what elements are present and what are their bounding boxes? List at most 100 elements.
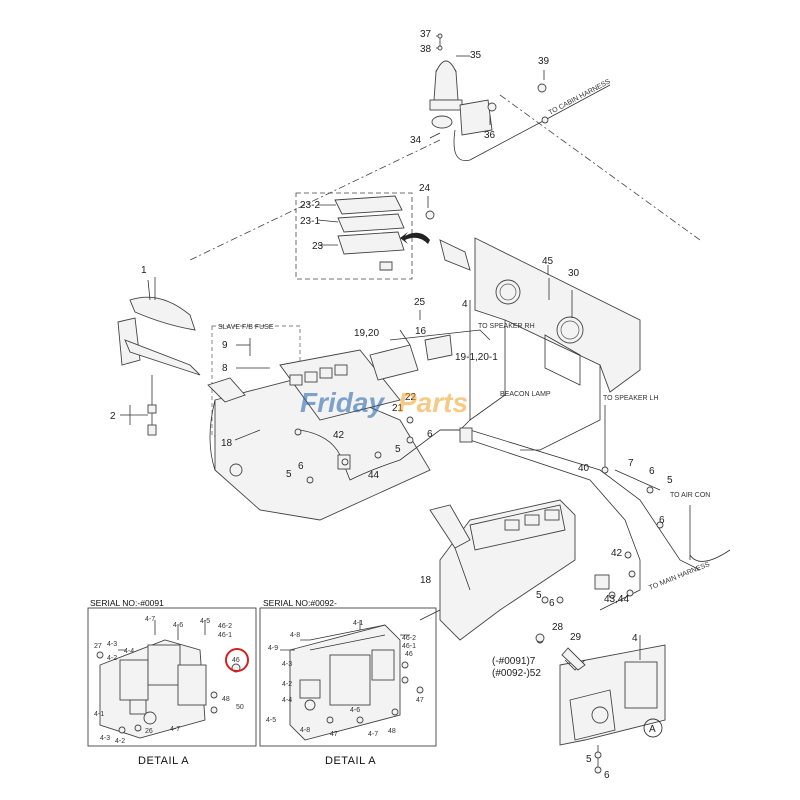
detail-right-caption: DETAIL A	[325, 755, 376, 767]
detail-part-label: 46-2	[402, 635, 416, 642]
part-label: A	[649, 724, 656, 735]
part-label: (#0092-)52	[492, 668, 541, 679]
callout-beacon-lamp: BEACON LAMP	[500, 391, 551, 398]
detail-part-label: 4-3	[282, 661, 292, 668]
part-label: 18	[420, 575, 432, 586]
part-label: 25	[414, 297, 426, 308]
part-label: 19,20	[354, 328, 379, 339]
part-labels: 37 38 35 39 34 36 24 23-2 23-1 23 45 30 …	[110, 29, 673, 781]
detail-part-label: 4-2	[282, 681, 292, 688]
part-label: 8	[222, 363, 228, 374]
part-label: 22	[405, 392, 417, 403]
part-label: 1	[141, 265, 147, 276]
right-console-panel	[459, 237, 641, 451]
callout-to-speaker-rh: TO SPEAKER RH	[478, 323, 535, 330]
callout-to-air-con: TO AIR CON	[670, 492, 710, 499]
part-label: 30	[568, 268, 580, 279]
part-label: 44	[368, 470, 380, 481]
detail-part-label: 4-5	[266, 717, 276, 724]
detail-part-label: 26	[145, 728, 153, 735]
part-label: 34	[410, 135, 422, 146]
part-label: 7	[628, 458, 634, 469]
detail-part-label: 46-2	[218, 623, 232, 630]
detail-part-label: 4-7	[368, 731, 378, 738]
part-label: 6	[427, 429, 433, 440]
detail-part-label: 4-6	[173, 622, 183, 629]
detail-part-label: 4-7	[170, 726, 180, 733]
detail-part-label: 4-3	[100, 735, 110, 742]
part-label: 5	[395, 444, 401, 455]
detail-part-label: 48	[388, 728, 396, 735]
left-control-assembly	[117, 279, 201, 436]
part-label: 38	[420, 44, 432, 55]
part-label: 36	[484, 130, 496, 141]
part-label: 18	[221, 438, 233, 449]
detail-part-label: 46-1	[218, 632, 232, 639]
part-label: (-#0091)7	[492, 656, 536, 667]
detail-part-label: 4-2	[107, 655, 117, 662]
detail-part-label: 4-6	[350, 707, 360, 714]
part-label: 19-1,20-1	[455, 352, 498, 363]
detail-part-label: 4-4	[282, 697, 292, 704]
part-label: 42	[333, 430, 345, 441]
part-label: 6	[298, 461, 304, 472]
detail-right-box	[259, 607, 437, 747]
part-label: 4	[632, 633, 638, 644]
beacon-assembly	[189, 33, 701, 261]
detail-part-label: 4-1	[353, 620, 363, 627]
detail-part-label: 50	[236, 704, 244, 711]
detail-part-label: 4-2	[115, 738, 125, 745]
part-label: 37	[420, 29, 432, 40]
lower-right-console	[429, 405, 731, 644]
callout-to-cabin-harness: TO CABIN HARNESS	[548, 78, 612, 117]
callout-fuse-note: SLAVE F/B FUSE	[218, 324, 274, 331]
detail-part-label: 4-8	[290, 632, 300, 639]
detail-part-label: 4-8	[300, 727, 310, 734]
part-label: 6	[649, 466, 655, 477]
part-label: 28	[552, 622, 564, 633]
detail-part-label: 4-4	[124, 648, 134, 655]
part-label: 24	[419, 183, 431, 194]
detail-part-label: 47	[416, 697, 424, 704]
detail-part-label: 4-3	[107, 641, 117, 648]
detail-part-label: 4-7	[145, 616, 155, 623]
part-label: 9	[222, 340, 228, 351]
part-label: 23-1	[300, 216, 320, 227]
detail-part-label: 46-1	[402, 643, 416, 650]
detail-part-label: 47	[330, 731, 338, 738]
part-label: 42	[611, 548, 623, 559]
part-label: 6	[659, 515, 665, 526]
detail-right-serial: SERIAL NO:#0092-	[263, 598, 337, 608]
callout-to-main-harness: TO MAIN HARNESS	[648, 561, 711, 592]
bracket-assembly	[535, 633, 666, 774]
watermark-part2: Parts	[398, 387, 468, 418]
part-label: 5	[667, 475, 673, 486]
part-label: 45	[542, 256, 554, 267]
detail-left-box	[87, 607, 257, 747]
part-label: 23-2	[300, 200, 320, 211]
callout-to-speaker-lh: TO SPEAKER LH	[603, 395, 659, 402]
part-label: 29	[570, 632, 582, 643]
detail-part-label: 4-1	[94, 711, 104, 718]
detail-part-label: 27	[94, 643, 102, 650]
red-highlight-circle	[225, 648, 249, 672]
friday-parts-watermark: Friday Parts	[300, 387, 468, 418]
part-label: 5	[536, 590, 542, 601]
detail-left-labels: SERIAL NO:-#0091 DETAIL A 4-7 4-6 4-3 4-…	[90, 598, 244, 767]
detail-part-label: 4-5	[200, 618, 210, 625]
part-label: 2	[110, 411, 116, 422]
detail-part-label: 46	[405, 651, 413, 658]
part-label: 6	[549, 598, 555, 609]
part-label: 16	[415, 326, 427, 337]
detail-part-label: 48	[222, 696, 230, 703]
watermark-part1: Friday	[300, 387, 385, 418]
part-label: 4	[462, 299, 468, 310]
detail-part-label: 4-9	[268, 645, 278, 652]
detail-right-labels: SERIAL NO:#0092- DETAIL A 4-1 4-8 4-9 46…	[263, 598, 424, 767]
detail-left-caption: DETAIL A	[138, 755, 189, 767]
fuse-box-group	[295, 192, 471, 280]
part-label: 23	[312, 241, 324, 252]
part-label: 39	[538, 56, 550, 67]
